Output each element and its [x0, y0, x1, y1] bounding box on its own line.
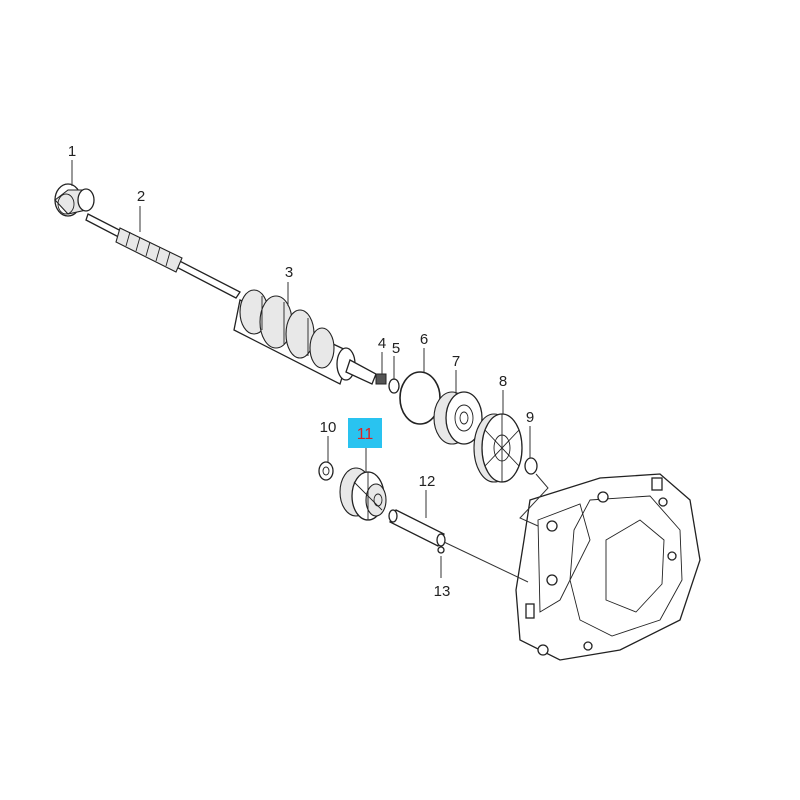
part-4-bolt[interactable] — [375, 373, 387, 385]
crankcase-cover — [515, 473, 701, 661]
part-3-gear-cluster[interactable] — [233, 289, 377, 385]
callout-5[interactable]: 5 — [392, 340, 400, 357]
callout-6[interactable]: 6 — [420, 331, 428, 348]
part-8-gear[interactable] — [473, 413, 523, 483]
callout-8[interactable]: 8 — [499, 373, 507, 390]
part-12-idler-shaft[interactable] — [388, 509, 446, 547]
part-5-washer[interactable] — [388, 378, 400, 394]
part-1-needle-bearing[interactable] — [54, 183, 95, 217]
callout-1[interactable]: 1 — [68, 143, 76, 160]
leader-lines — [71, 160, 549, 583]
part-7-ball-bearing[interactable] — [433, 391, 483, 445]
callout-12[interactable]: 12 — [419, 473, 436, 490]
part-10-thrust-washer[interactable] — [318, 461, 334, 481]
part-9-o-ring[interactable] — [524, 457, 538, 475]
highlight-box-11 — [348, 418, 382, 448]
callout-10[interactable]: 10 — [320, 419, 337, 436]
part-11-idler-gear[interactable] — [339, 467, 387, 521]
callout-7[interactable]: 7 — [452, 353, 460, 370]
callout-4[interactable]: 4 — [378, 335, 386, 352]
callout-13[interactable]: 13 — [434, 583, 451, 600]
callout-2[interactable]: 2 — [137, 188, 145, 205]
callout-9[interactable]: 9 — [526, 409, 534, 426]
part-13-pin[interactable] — [437, 546, 445, 554]
callout-3[interactable]: 3 — [285, 264, 293, 281]
callout-11[interactable]: 11 — [357, 426, 374, 443]
part-2-input-shaft[interactable] — [85, 213, 241, 299]
